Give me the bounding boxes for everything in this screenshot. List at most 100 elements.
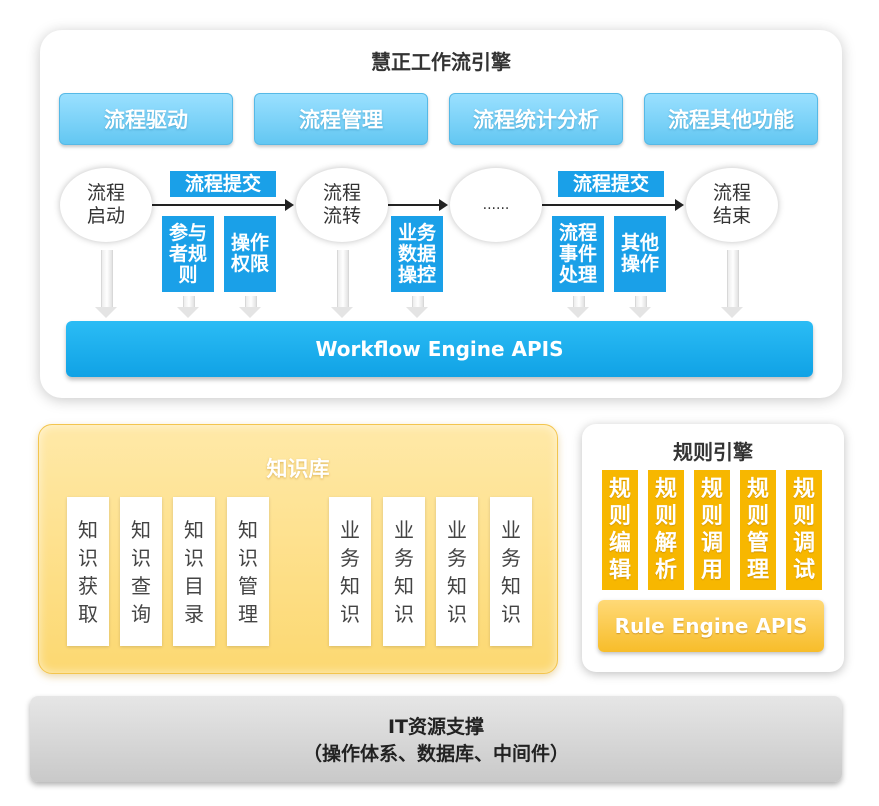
kb-card-char: 知 <box>238 517 258 542</box>
workflow-engine-apis: Workflow Engine APIS <box>66 321 813 377</box>
down-arrow-participant-rules <box>177 296 199 318</box>
submit-label-2: 流程提交 <box>558 171 664 197</box>
rule-card-char: 规 <box>700 477 723 502</box>
kb-card-char: 务 <box>340 545 360 570</box>
rule-card-char: 辑 <box>608 558 631 583</box>
rule-card-char: 调 <box>792 531 815 556</box>
kb-card-char: 业 <box>501 517 521 542</box>
kb-card-char: 识 <box>238 545 258 570</box>
tag-participant-rules: 参与者规则 <box>162 216 214 292</box>
kb-card-char: 取 <box>78 601 98 626</box>
rule-card-edit: 规则编辑 <box>602 470 638 590</box>
kb-card-knowledge-management: 知识管理 <box>227 497 269 646</box>
tag-business-data-control-l1: 业务 <box>397 221 436 244</box>
kb-card-char: 业 <box>340 517 360 542</box>
kb-card-char: 管 <box>238 573 258 598</box>
kb-card-char: 知 <box>447 573 467 598</box>
kb-card-char: 查 <box>131 573 151 598</box>
knowledge-base-title: 知识库 <box>266 457 330 481</box>
kb-card-char: 业 <box>394 517 414 542</box>
submit-label-1: 流程提交 <box>170 171 276 197</box>
arrow-ellipsis-to-end <box>542 199 684 211</box>
kb-card-char: 知 <box>131 517 151 542</box>
tag-business-data-control-l2: 数据 <box>397 242 436 265</box>
kb-card-business-knowledge: 业务知识 <box>329 497 371 646</box>
rule-card-char: 规 <box>654 477 677 502</box>
tag-operation-permission: 操作权限 <box>224 216 276 292</box>
tab-process-driving[interactable]: 流程驱动 <box>59 93 233 145</box>
down-arrow-operation-permission <box>239 296 261 318</box>
rule-card-char: 用 <box>700 558 723 583</box>
kb-card-business-knowledge: 业务知识 <box>383 497 425 646</box>
rule-card-char: 则 <box>608 504 631 529</box>
kb-card-char: 知 <box>184 517 204 542</box>
node-start-line1: 流程 <box>86 182 125 204</box>
node-ellipsis-text: ...... <box>482 196 510 213</box>
kb-card-char: 业 <box>447 517 467 542</box>
rule-card-char: 调 <box>700 531 723 556</box>
tag-process-event-handling: 流程事件处理 <box>552 216 604 292</box>
rule-card-char: 管 <box>746 531 769 556</box>
node-ellipsis: ...... <box>450 168 542 242</box>
node-start-line2: 启动 <box>86 205 125 227</box>
arrow-transfer-to-ellipsis <box>388 199 448 211</box>
rule-card-char: 则 <box>654 504 677 529</box>
tag-participant-rules-l2: 者规 <box>168 242 207 265</box>
kb-card-char: 录 <box>184 601 204 626</box>
kb-card-knowledge-query: 知识查询 <box>120 497 162 646</box>
rule-card-char: 编 <box>608 531 631 556</box>
tab-process-other-functions[interactable]: 流程其他功能 <box>644 93 818 145</box>
kb-card-char: 务 <box>501 545 521 570</box>
kb-card-char: 获 <box>78 573 98 598</box>
tag-business-data-control: 业务数据操控 <box>391 216 443 292</box>
rule-engine-title: 规则引擎 <box>673 440 753 464</box>
rule-card-char: 规 <box>608 477 631 502</box>
node-process-transfer: 流程流转 <box>296 168 388 242</box>
rule-card-char: 解 <box>654 531 677 556</box>
tag-participant-rules-l3: 则 <box>178 263 198 286</box>
rule-card-char: 则 <box>700 504 723 529</box>
kb-card-char: 知 <box>501 573 521 598</box>
tag-process-event-handling-l1: 流程 <box>558 221 597 244</box>
tab-process-management[interactable]: 流程管理 <box>254 93 428 145</box>
kb-card-char: 识 <box>447 601 467 626</box>
rule-card-invoke: 规则调用 <box>694 470 730 590</box>
tab-process-statistics[interactable]: 流程统计分析 <box>449 93 623 145</box>
node-transfer-line1: 流程 <box>322 182 361 204</box>
kb-card-char: 识 <box>78 545 98 570</box>
rule-card-debug: 规则调试 <box>786 470 822 590</box>
down-arrow-event-handling <box>567 296 589 318</box>
kb-card-char: 询 <box>131 601 151 626</box>
kb-card-char: 识 <box>131 545 151 570</box>
kb-card-business-knowledge: 业务知识 <box>490 497 532 646</box>
kb-card-char: 知 <box>78 517 98 542</box>
node-process-start: 流程启动 <box>60 168 152 242</box>
rule-engine-apis: Rule Engine APIS <box>598 600 824 652</box>
down-arrow-start <box>95 250 117 318</box>
rule-card-char: 规 <box>792 477 815 502</box>
it-resources-title: IT资源支撑 <box>387 716 485 738</box>
tag-business-data-control-l3: 操控 <box>397 263 436 286</box>
tag-operation-permission-l2: 权限 <box>230 253 269 275</box>
kb-card-business-knowledge: 业务知识 <box>436 497 478 646</box>
rule-card-char: 则 <box>792 504 815 529</box>
node-end-line1: 流程 <box>712 182 751 204</box>
tag-process-event-handling-l3: 处理 <box>558 263 597 286</box>
node-process-end: 流程结束 <box>686 168 778 242</box>
kb-card-char: 识 <box>501 601 521 626</box>
kb-card-char: 知 <box>340 573 360 598</box>
down-arrow-end <box>721 250 743 318</box>
rule-card-char: 析 <box>654 558 677 583</box>
down-arrow-business-data <box>406 296 428 318</box>
kb-card-char: 务 <box>447 545 467 570</box>
kb-card-char: 识 <box>340 601 360 626</box>
arrow-start-to-transfer <box>152 199 294 211</box>
kb-card-char: 识 <box>184 545 204 570</box>
tag-operation-permission-l1: 操作 <box>230 232 269 254</box>
tag-process-event-handling-l2: 事件 <box>558 242 597 265</box>
rule-card-char: 规 <box>746 477 769 502</box>
workflow-engine-title: 慧正工作流引擎 <box>371 50 511 74</box>
rule-card-manage: 规则管理 <box>740 470 776 590</box>
tag-other-operations: 其他操作 <box>614 216 666 292</box>
down-arrow-other-operations <box>629 296 651 318</box>
